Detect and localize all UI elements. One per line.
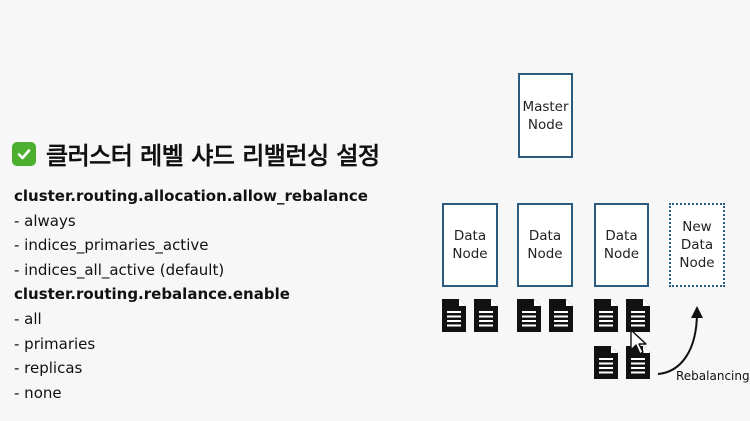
setting-option: - all xyxy=(14,309,42,328)
master-node-label: Master Node xyxy=(522,98,569,133)
document-icon xyxy=(626,299,650,332)
setting-key: cluster.routing.rebalance.enable xyxy=(14,285,290,304)
settings-list: cluster.routing.allocation.allow_rebalan… xyxy=(14,184,368,405)
data-node-2: Data Node xyxy=(517,203,573,287)
setting-option: - replicas xyxy=(14,359,83,378)
setting-option: - always xyxy=(14,211,76,230)
cursor-icon xyxy=(630,329,647,355)
rebalancing-label: Rebalancing xyxy=(676,369,750,383)
arrow-icon xyxy=(657,306,703,375)
document-icon xyxy=(594,299,618,332)
new-data-node-label: New Data Node xyxy=(679,219,715,271)
setting-option: - primaries xyxy=(14,334,96,353)
setting-option: - indices_all_active (default) xyxy=(14,260,225,279)
page-title: 클러스터 레벨 샤드 리밸런싱 설정 xyxy=(46,142,380,170)
setting-option: - none xyxy=(14,383,62,402)
data-node-label: Data Node xyxy=(452,228,488,262)
setting-option: - indices_primaries_active xyxy=(14,236,209,255)
master-node: Master Node xyxy=(518,73,573,158)
data-node-3: Data Node xyxy=(594,203,649,287)
data-node-1: Data Node xyxy=(442,203,498,287)
check-mark-icon xyxy=(12,141,36,166)
new-data-node: New Data Node xyxy=(669,203,725,287)
data-node-label: Data Node xyxy=(527,228,563,262)
document-icon xyxy=(442,299,466,332)
setting-key: cluster.routing.allocation.allow_rebalan… xyxy=(14,187,368,205)
data-node-label: Data Node xyxy=(603,228,640,262)
document-icon xyxy=(549,299,573,332)
document-icon xyxy=(594,346,618,379)
title: 클러스터 레벨 샤드 리밸런싱 설정 xyxy=(12,136,380,171)
document-icon xyxy=(517,299,541,332)
document-icon xyxy=(626,346,650,379)
document-icon xyxy=(474,299,498,332)
